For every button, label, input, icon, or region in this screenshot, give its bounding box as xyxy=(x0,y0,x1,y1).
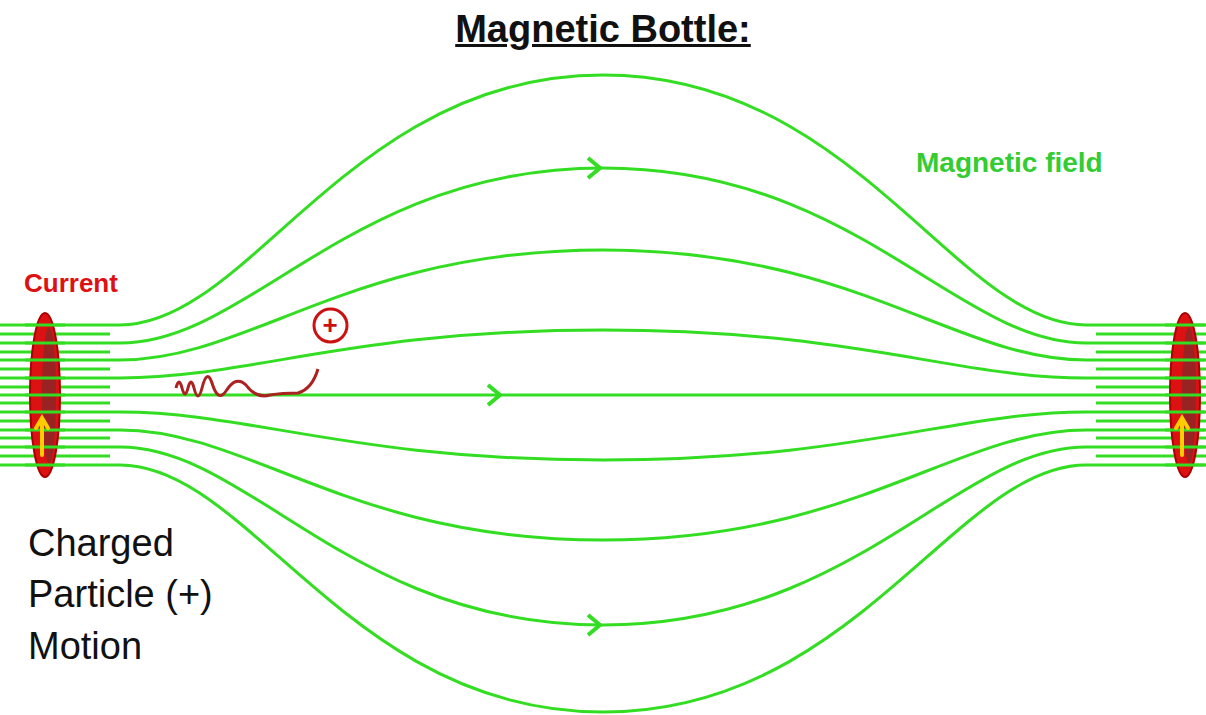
current-arrow xyxy=(1176,418,1188,455)
field-line-through-coil xyxy=(1165,429,1205,432)
field-line xyxy=(0,75,1206,325)
field-line-through-coil xyxy=(1165,377,1205,380)
diagram-title: Magnetic Bottle: xyxy=(0,8,1206,51)
field-arrow xyxy=(588,158,600,178)
particle-path xyxy=(176,369,318,396)
field-line xyxy=(0,394,1206,397)
field-line-through-coil xyxy=(1165,446,1205,449)
field-line-through-coil xyxy=(25,377,65,380)
field-lines xyxy=(0,75,1206,712)
field-line-through-coil xyxy=(1165,359,1205,362)
field-line-through-coil xyxy=(25,342,65,345)
particle-circle-outline xyxy=(314,309,347,342)
current-coils xyxy=(25,313,1205,477)
field-line xyxy=(0,465,1206,712)
particle-charge-sign: + xyxy=(322,312,337,338)
current-arrow xyxy=(36,418,48,455)
field-line-through-coil xyxy=(25,324,65,327)
particle-circle: + xyxy=(312,307,349,344)
field-line-through-coil xyxy=(25,464,65,467)
field-line xyxy=(0,330,1206,378)
field-line-through-coil xyxy=(25,394,65,397)
field-line-through-coil xyxy=(25,429,65,432)
field-line-through-coil xyxy=(25,446,65,449)
field-line-through-coil xyxy=(25,411,65,414)
field-arrow xyxy=(588,615,600,635)
field-line-through-coil xyxy=(1165,411,1205,414)
field-arrow xyxy=(488,385,500,405)
field-label: Magnetic field xyxy=(916,144,1196,182)
field-line-through-coil xyxy=(25,359,65,362)
field-line xyxy=(0,412,1206,460)
field-line xyxy=(0,250,1206,360)
particle-trajectory xyxy=(176,369,318,396)
field-line-through-coil xyxy=(1165,464,1205,467)
field-line-through-coil xyxy=(1165,342,1205,345)
particle-motion-label: Charged Particle (+) Motion xyxy=(28,518,268,672)
field-line-through-coil xyxy=(1165,394,1205,397)
field-line-through-coil xyxy=(1165,324,1205,327)
field-line xyxy=(0,430,1206,540)
field-line xyxy=(0,168,1206,343)
current-label: Current xyxy=(24,266,224,301)
